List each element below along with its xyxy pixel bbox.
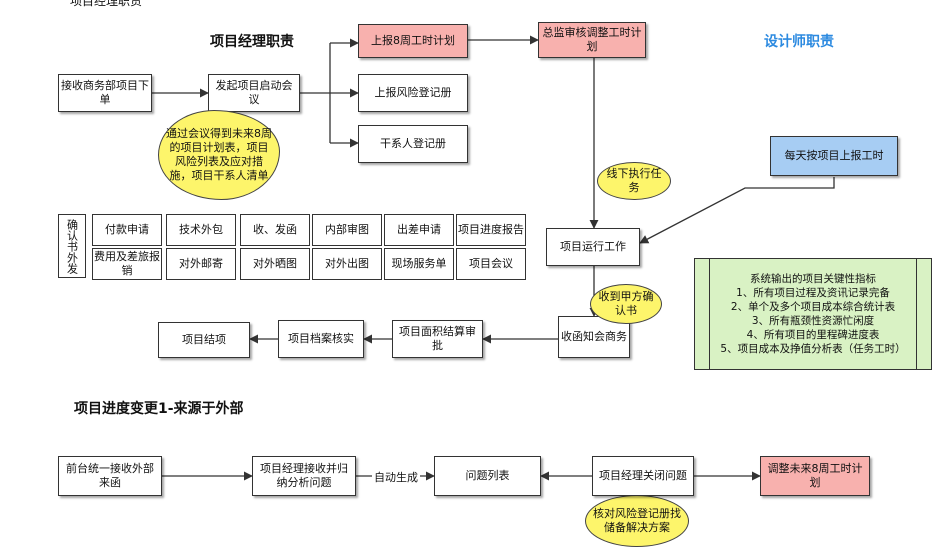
grid-cell: 项目进度报告 xyxy=(456,214,526,246)
node-kickoff: 发起项目启动会议 xyxy=(208,74,300,112)
grid-cell: 对外出图 xyxy=(312,248,382,280)
node-final-audit: 项目面积结算审批 xyxy=(392,320,483,358)
grid-cell: 收、发函 xyxy=(240,214,310,246)
grid-cell: 项目会议 xyxy=(456,248,526,280)
grid-cell: 出差申请 xyxy=(384,214,454,246)
indicator-item: 4、所有项目的里程碑进度表 xyxy=(746,329,880,341)
node-running: 项目运行工作 xyxy=(546,228,640,266)
node-director-review: 总监审核调整工时计划 xyxy=(538,22,646,58)
node-frontdesk: 前台统一接收外部来函 xyxy=(58,456,162,496)
indicators-panel: 系统输出的项目关键性指标 1、所有项目过程及资讯记录完备 2、单个及多个项目成本… xyxy=(694,258,932,370)
cloud-risk-check: 核对风险登记册找储备解决方案 xyxy=(585,495,689,547)
grid-cell: 费用及差旅报销 xyxy=(92,248,162,280)
indicator-item: 2、单个及多个项目成本综合统计表 xyxy=(730,301,896,313)
title-designer-duty: 设计师职责 xyxy=(764,34,834,50)
grid-cell: 技术外包 xyxy=(166,214,236,246)
node-stakeholder: 干系人登记册 xyxy=(358,125,468,163)
grid-cell: 对外邮寄 xyxy=(166,248,236,280)
cloud-offline: 线下执行任务 xyxy=(597,162,671,200)
node-report-8w: 上报8周工时计划 xyxy=(358,24,468,58)
node-issue-list: 问题列表 xyxy=(434,456,541,496)
node-receive-order: 接收商务部项目下单 xyxy=(58,74,152,112)
node-close: 项目结项 xyxy=(158,322,250,358)
node-risk-register: 上报风险登记册 xyxy=(358,74,468,112)
indicator-item: 5、项目成本及挣值分析表（任务工时） xyxy=(720,343,906,355)
grid-cell: 对外晒图 xyxy=(240,248,310,280)
title-pm-duty: 项目经理职责 xyxy=(210,34,294,50)
indicators-list: 系统输出的项目关键性指标 1、所有项目过程及资讯记录完备 2、单个及多个项目成本… xyxy=(720,272,905,356)
label-auto-generate: 自动生成 xyxy=(372,469,420,485)
indicator-item: 3、所有瓶颈性资源忙闲度 xyxy=(751,315,875,327)
top-cut-text: 项目经理职责 xyxy=(70,0,143,8)
title-change: 项目进度变更1-来源于外部 xyxy=(74,401,244,417)
node-adjust-plan: 调整未来8周工时计划 xyxy=(760,456,870,496)
arrow-daily-running xyxy=(639,177,835,244)
grid-cell: 付款申请 xyxy=(92,214,162,246)
indicator-item: 1、所有项目过程及资讯记录完备 xyxy=(736,287,890,299)
grid-cell: 内部审图 xyxy=(312,214,382,246)
node-pm-close: 项目经理关闭问题 xyxy=(592,456,694,496)
indicators-heading: 系统输出的项目关键性指标 xyxy=(750,273,876,285)
label-confirm-outgoing: 确认书外发 xyxy=(58,214,86,278)
grid-cell: 现场服务单 xyxy=(384,248,454,280)
node-receive-letter: 收函知会商务 xyxy=(558,316,630,358)
cloud-meeting: 通过会议得到未来8周的项目计划表，项目风险列表及应对措施，项目干系人清单 xyxy=(158,110,280,200)
node-daily-report: 每天按项目上报工时 xyxy=(770,136,898,176)
node-pm-analyze: 项目经理接收并归纳分析问题 xyxy=(252,456,356,496)
indicators-inner: 系统输出的项目关键性指标 1、所有项目过程及资讯记录完备 2、单个及多个项目成本… xyxy=(709,259,917,369)
cloud-confirm: 收到甲方确认书 xyxy=(590,284,662,324)
node-archive: 项目档案核实 xyxy=(278,320,364,358)
